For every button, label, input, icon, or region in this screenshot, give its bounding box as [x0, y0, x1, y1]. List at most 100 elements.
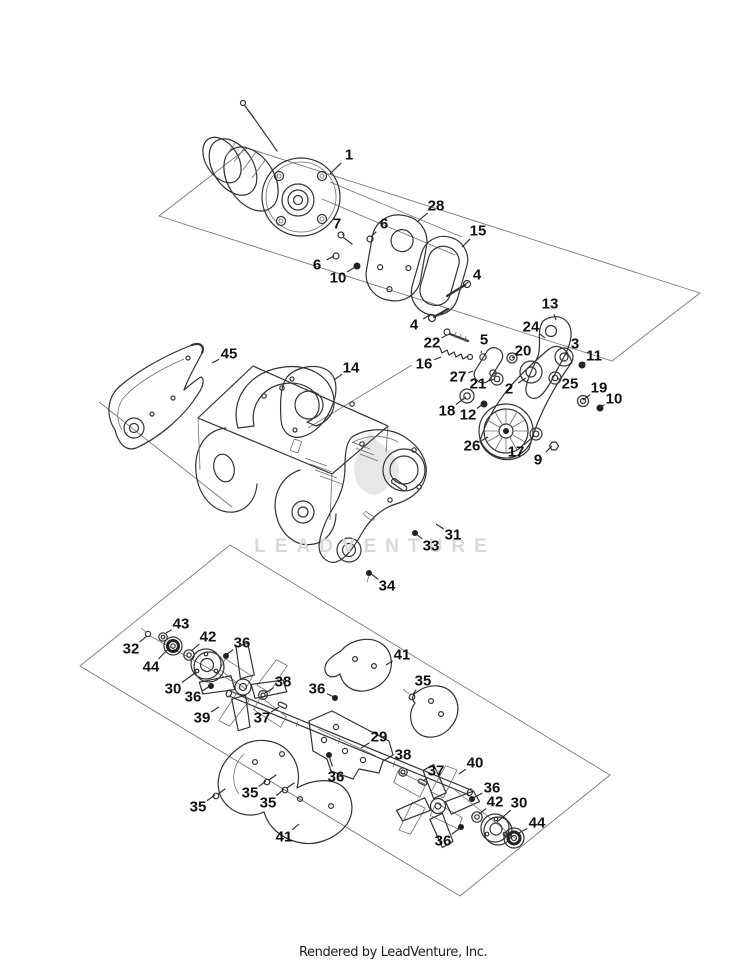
callout-label-44-53: 44 — [529, 815, 546, 832]
callout-label-3-15: 3 — [571, 336, 579, 353]
motor-mount-plate-drawing — [365, 214, 428, 302]
callout-leader-10 — [598, 404, 605, 409]
callout-label-36-59: 36 — [328, 769, 345, 786]
callout-label-41-58: 41 — [276, 829, 293, 846]
fasteners-top — [332, 231, 472, 323]
callout-label-4-8: 4 — [410, 317, 419, 334]
callout-label-14-29: 14 — [343, 360, 360, 377]
callout-leader-3 — [564, 351, 569, 356]
callout-label-15-2: 15 — [470, 223, 487, 240]
callout-leader-24 — [539, 333, 546, 339]
callout-label-5-12: 5 — [480, 332, 488, 349]
callout-leader-6 — [326, 255, 335, 261]
callout-label-43-33: 43 — [173, 616, 190, 633]
callout-leader-37 — [270, 706, 280, 713]
assembly-group-outline-bottom — [79, 544, 611, 897]
callout-leader-16 — [433, 356, 442, 361]
callout-leader-27 — [467, 370, 474, 374]
callout-leader-36 — [225, 649, 234, 656]
footer-credit: Rendered by LeadVenture, Inc. — [299, 945, 488, 960]
hub-parts-right-drawing — [454, 789, 525, 849]
callout-label-18-23: 18 — [439, 403, 456, 420]
callout-leader-5 — [480, 350, 483, 354]
belt-cover-drawing — [410, 235, 469, 316]
support-bracket-45-drawing — [108, 342, 204, 450]
callout-label-10-6: 10 — [330, 270, 347, 287]
callout-leader-35 — [275, 788, 285, 797]
callout-label-38-41: 38 — [275, 674, 292, 691]
callout-leader-15 — [461, 238, 471, 248]
callout-label-44-36: 44 — [143, 659, 160, 676]
callout-leader-36 — [451, 827, 461, 835]
callout-label-17-26: 17 — [508, 444, 525, 461]
callout-leader-45 — [211, 358, 220, 364]
callout-label-36-50: 36 — [484, 780, 501, 797]
callout-leader-21 — [488, 378, 496, 382]
callout-label-19-21: 19 — [591, 380, 608, 397]
callout-label-34-32: 34 — [379, 578, 396, 595]
shield-bottom-left-drawing — [217, 739, 353, 845]
callout-label-30-52: 30 — [511, 795, 528, 812]
callout-label-16-13: 16 — [416, 356, 433, 373]
callout-label-4-7: 4 — [473, 267, 482, 284]
callout-label-28-1: 28 — [428, 198, 445, 215]
assembly-group-outline-top — [158, 147, 701, 362]
callout-label-40-49: 40 — [467, 755, 484, 772]
callout-leader-36 — [326, 693, 335, 698]
cover-plate-14-drawing — [279, 365, 337, 438]
callout-label-35-45: 35 — [415, 673, 432, 690]
callout-leader-44 — [516, 827, 528, 835]
bracket-29-drawing — [308, 710, 394, 780]
callout-leader-4 — [461, 281, 469, 288]
callout-leader-22 — [441, 334, 448, 339]
electric-motor-drawing — [202, 99, 341, 237]
callout-leader-6 — [370, 231, 377, 238]
callout-leader-33 — [415, 533, 423, 540]
callout-leader-13 — [553, 314, 557, 321]
callout-leader-35 — [258, 780, 267, 787]
tine-star-right-drawing — [393, 763, 481, 849]
callout-label-32-34: 32 — [123, 641, 140, 658]
callout-label-31-30: 31 — [445, 527, 462, 544]
idler-bracket-belt-drawing — [439, 316, 604, 461]
callout-label-36-39: 36 — [185, 689, 202, 706]
callout-label-35-57: 35 — [260, 795, 277, 812]
callout-leader-4 — [422, 313, 432, 320]
callout-label-9-27: 9 — [534, 452, 542, 469]
callout-leader-31 — [435, 523, 445, 530]
callout-label-7-3: 7 — [333, 216, 341, 233]
callout-label-29-46: 29 — [371, 729, 388, 746]
callout-leader-44 — [158, 649, 168, 660]
callout-label-35-55: 35 — [190, 799, 207, 816]
callout-label-2-19: 2 — [505, 381, 513, 398]
callout-label-22-11: 22 — [424, 335, 441, 352]
callout-leader-37 — [422, 777, 428, 782]
callout-label-30-37: 30 — [165, 681, 182, 698]
callout-leader-7 — [342, 233, 345, 237]
callout-leader-39 — [210, 706, 220, 713]
callout-label-36-43: 36 — [309, 681, 326, 698]
callout-leader-18 — [455, 396, 467, 405]
callout-leader-42 — [478, 808, 487, 815]
callout-leader-36 — [328, 755, 334, 767]
callout-leader-30 — [496, 809, 512, 823]
callout-leader-35 — [206, 794, 216, 802]
hub-parts-left-drawing — [140, 627, 238, 685]
callout-leader-42 — [190, 643, 200, 652]
callout-leader-38 — [264, 687, 274, 694]
callout-leader-30 — [181, 672, 196, 683]
reference-lines — [98, 181, 463, 508]
callout-label-37-48: 37 — [428, 763, 445, 780]
callout-label-37-42: 37 — [254, 710, 271, 727]
callout-leader-35 — [412, 689, 417, 695]
callout-leader-2 — [517, 377, 527, 384]
callout-leader-43 — [165, 629, 172, 634]
callout-label-6-4: 6 — [380, 216, 388, 233]
watermark-text: LEADVENTURE — [254, 536, 496, 557]
callout-label-36-54: 36 — [435, 833, 452, 850]
callout-label-13-9: 13 — [542, 296, 559, 313]
callout-leader-28 — [416, 212, 428, 223]
callout-leader-1 — [329, 162, 342, 175]
